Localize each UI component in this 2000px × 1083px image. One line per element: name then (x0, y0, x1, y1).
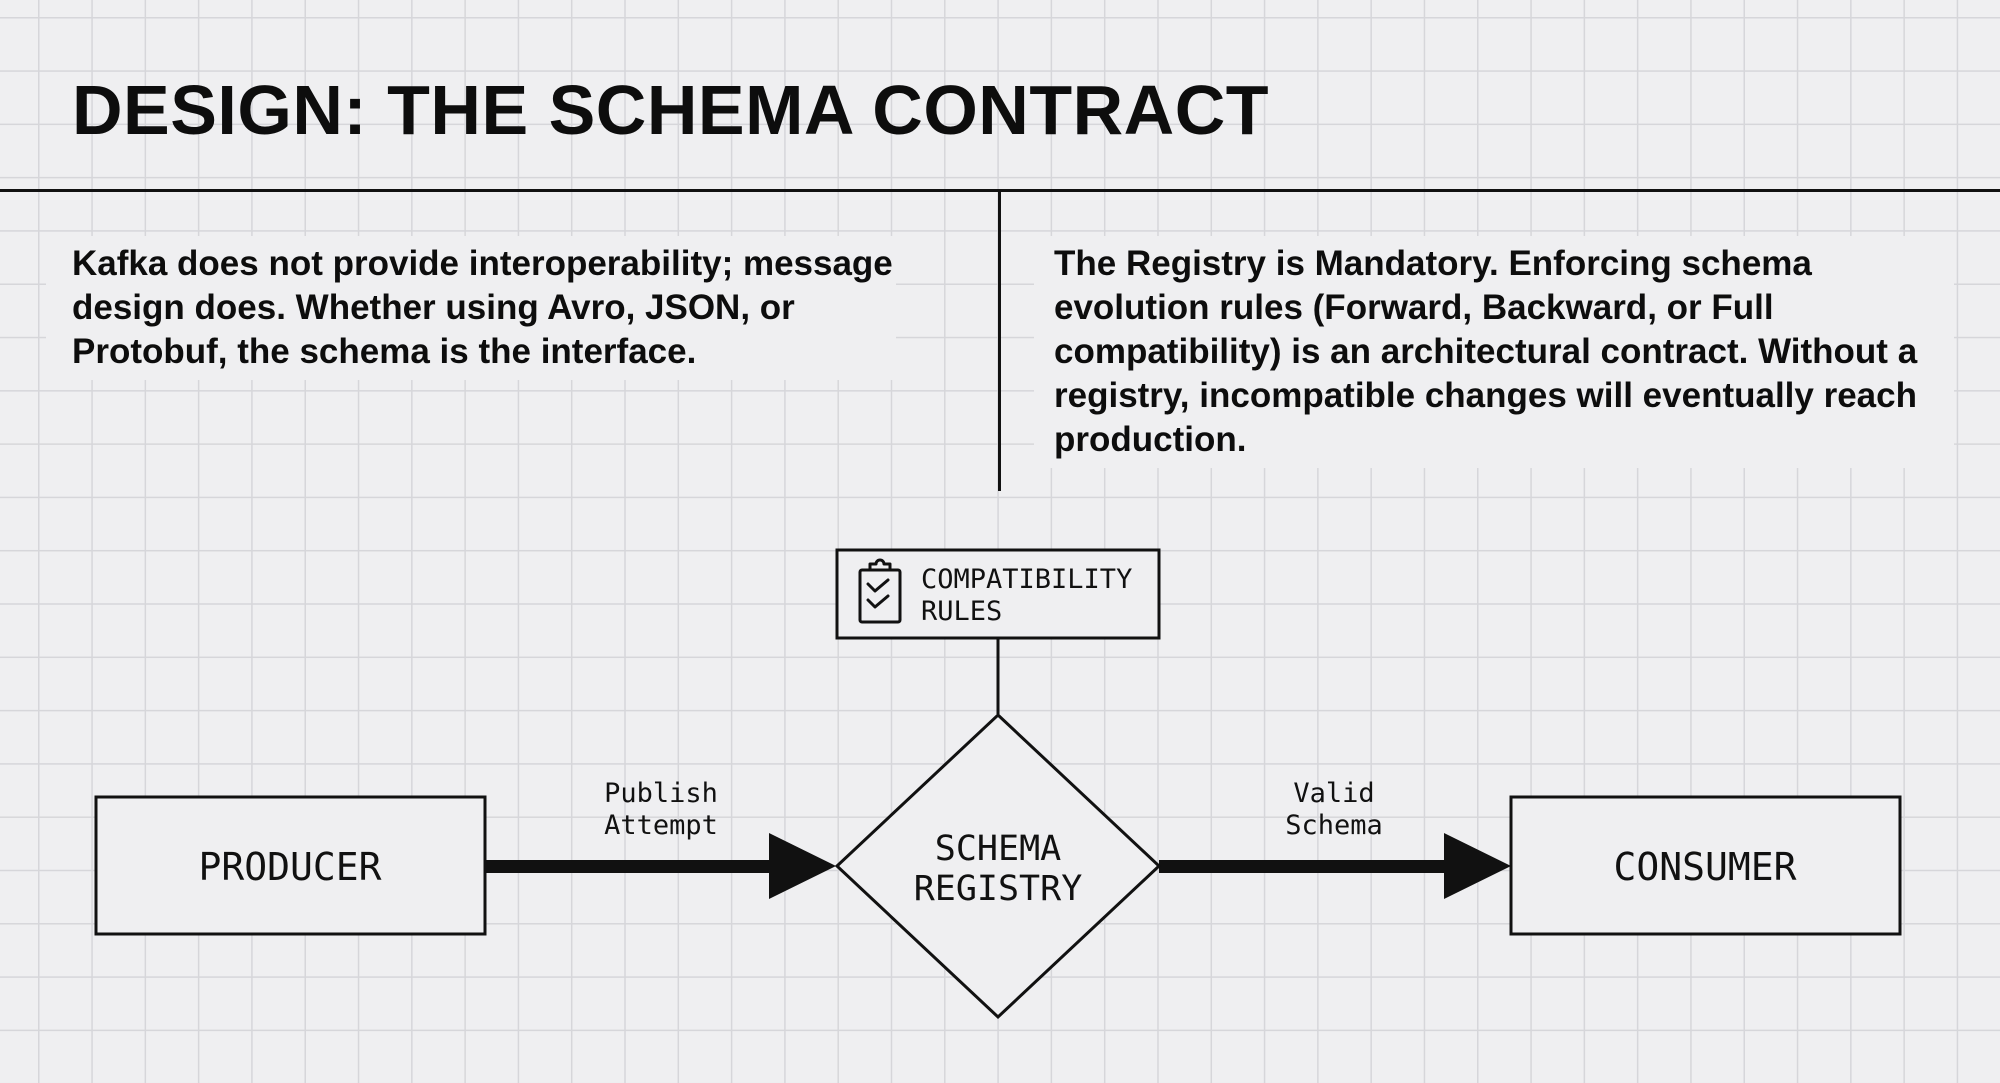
left-paragraph: Kafka does not provide interoperability;… (72, 244, 893, 371)
valid-label-line1: Valid (1293, 778, 1374, 809)
producer-box: PRODUCER (94, 795, 487, 936)
publish-arrow (485, 833, 836, 899)
clipboard-check-icon (858, 558, 902, 624)
valid-schema-arrow (1159, 833, 1511, 899)
schema-registry-diamond: SCHEMA REGISTRY (834, 712, 1162, 1020)
rules-label-line1: COMPATIBILITY (921, 564, 1132, 595)
right-paragraph: The Registry is Mandatory. Enforcing sch… (1054, 244, 1918, 459)
publish-label-line1: Publish (604, 778, 718, 809)
right-text-panel: The Registry is Mandatory. Enforcing sch… (1034, 236, 1954, 468)
valid-label-line2: Schema (1285, 810, 1383, 841)
rules-label-line2: RULES (921, 596, 1002, 627)
compatibility-rules-box: COMPATIBILITY RULES (835, 548, 1161, 640)
vertical-divider (998, 191, 1001, 491)
producer-label: PRODUCER (198, 845, 381, 889)
consumer-box: CONSUMER (1509, 795, 1902, 936)
registry-label-line2: REGISTRY (914, 869, 1083, 909)
horizontal-divider (0, 189, 2000, 192)
slide-title: DESIGN: THE SCHEMA CONTRACT (72, 71, 1270, 149)
registry-label-line1: SCHEMA (935, 829, 1061, 869)
consumer-label: CONSUMER (1613, 845, 1796, 889)
left-text-panel: Kafka does not provide interoperability;… (46, 236, 896, 380)
publish-label-line2: Attempt (604, 810, 718, 841)
